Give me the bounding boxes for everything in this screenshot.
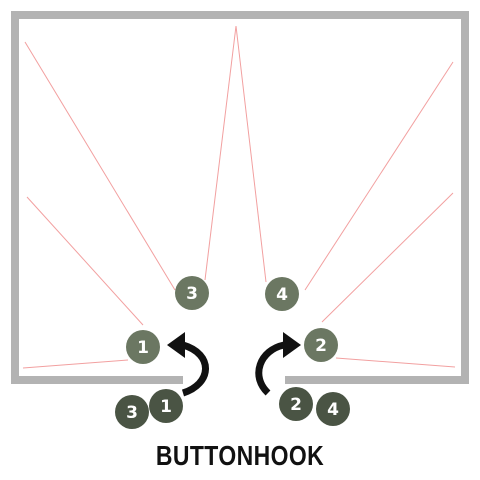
buttonhook-arrow-right	[255, 332, 301, 396]
route-line	[321, 192, 454, 323]
player-marker: 2	[279, 387, 313, 421]
route-line	[204, 25, 237, 281]
player-marker: 2	[304, 328, 338, 362]
diagram-title: BUTTONHOOK	[155, 440, 325, 471]
route-line	[24, 41, 176, 291]
svg-text:1: 1	[160, 397, 172, 417]
svg-text:2: 2	[315, 336, 327, 356]
route-line	[26, 196, 144, 326]
route-line	[335, 357, 456, 368]
buttonhook-arrow-left	[167, 332, 209, 397]
route-line	[22, 359, 129, 369]
route-line	[304, 61, 454, 291]
player-marker: 3	[175, 276, 209, 310]
player-marker: 4	[316, 392, 350, 426]
svg-text:1: 1	[137, 338, 149, 358]
room-wall	[11, 11, 469, 384]
svg-text:4: 4	[276, 285, 288, 305]
svg-text:4: 4	[327, 400, 339, 420]
route-line	[235, 25, 267, 283]
player-marker: 1	[149, 389, 183, 423]
route-lines	[22, 25, 456, 369]
player-marker: 3	[115, 395, 149, 429]
svg-text:2: 2	[290, 395, 302, 415]
player-marker: 1	[126, 330, 160, 364]
svg-text:3: 3	[186, 284, 198, 304]
player-marker: 4	[265, 277, 299, 311]
svg-text:3: 3	[126, 403, 138, 423]
